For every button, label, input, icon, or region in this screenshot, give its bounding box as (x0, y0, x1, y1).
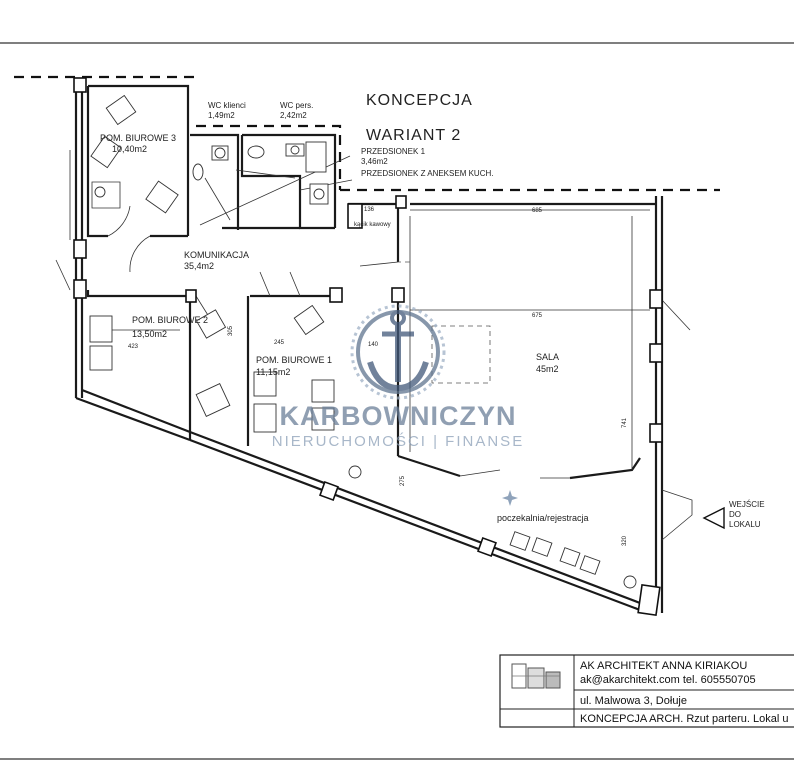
columns (73, 77, 663, 617)
vestibule1-area: 3,46m2 (361, 157, 388, 166)
office2-name: POM. BIUROWE 2 (132, 315, 208, 325)
corridor-area: 35,4m2 (184, 261, 214, 271)
office1-area: 11,15m2 (256, 367, 290, 377)
wc-staff-name: WC pers. (280, 101, 313, 110)
wc-clients-name: WC klienci (208, 101, 246, 110)
sparkle-icon (502, 490, 518, 506)
wc-staff-area: 2,42m2 (280, 111, 307, 120)
wc-clients-area: 1,49m2 (208, 111, 235, 120)
boundary-dashed-lines (14, 75, 720, 192)
entrance-line1: WEJŚCIE (729, 500, 765, 509)
project-address: ul. Malwowa 3, Dołuje (580, 695, 687, 707)
dim-305: 305 (228, 325, 234, 336)
dim-136: 136 (364, 207, 375, 213)
dim-741: 741 (622, 417, 628, 428)
dim-275: 275 (400, 475, 406, 486)
dim-675: 675 (532, 313, 543, 319)
corridor-name: KOMUNIKACJA (184, 250, 249, 260)
entrance-line2: DO (729, 510, 741, 519)
hall-name: SALA (536, 352, 559, 362)
title-block: AK ARCHITEKT ANNA KIRIAKOU ak@akarchitek… (499, 654, 794, 728)
concept-title: KONCEPCJA (366, 92, 473, 109)
concept-variant: WARIANT 2 (366, 127, 461, 144)
office2-area: 13,50m2 (132, 329, 167, 339)
watermark-name: KARBOWNICZYN (280, 401, 517, 431)
architect-firm: AK ARCHITEKT ANNA KIRIAKOU (580, 660, 747, 672)
office3-name: POM. BIUROWE 3 (100, 133, 176, 143)
dim-245: 245 (274, 340, 285, 346)
dim-685: 685 (532, 208, 543, 214)
dim-423: 423 (128, 344, 139, 350)
hall-area: 45m2 (536, 364, 559, 374)
entrance-arrow-icon (702, 506, 725, 530)
watermark: KARBOWNICZYN NIERUCHOMOŚCI | FINANSE (272, 304, 524, 450)
vestibule-kitchen-name: PRZEDSIONEK Z ANEKSEM KUCH. (361, 169, 493, 178)
dim-320: 320 (622, 535, 628, 546)
vestibule1-name: PRZEDSIONEK 1 (361, 147, 426, 156)
entrance-line3: LOKALU (729, 520, 761, 529)
watermark-subtitle: NIERUCHOMOŚCI | FINANSE (272, 432, 524, 450)
thin-lines (55, 150, 693, 541)
waiting-name: poczekalnia/rejestracja (497, 513, 589, 523)
office3-area: 10,40m2 (112, 144, 147, 154)
office1-name: POM. BIUROWE 1 (256, 355, 332, 365)
anchor-logo-icon (350, 304, 446, 400)
architect-logo-icon (511, 663, 561, 689)
furniture (89, 94, 637, 589)
kitchen-label: kącik kawowy (354, 222, 391, 228)
architect-contact: ak@akarchitekt.com tel. 605550705 (580, 674, 756, 686)
project-title: KONCEPCJA ARCH. Rzut parteru. Lokal u (580, 713, 788, 725)
dim-140: 140 (368, 342, 379, 348)
